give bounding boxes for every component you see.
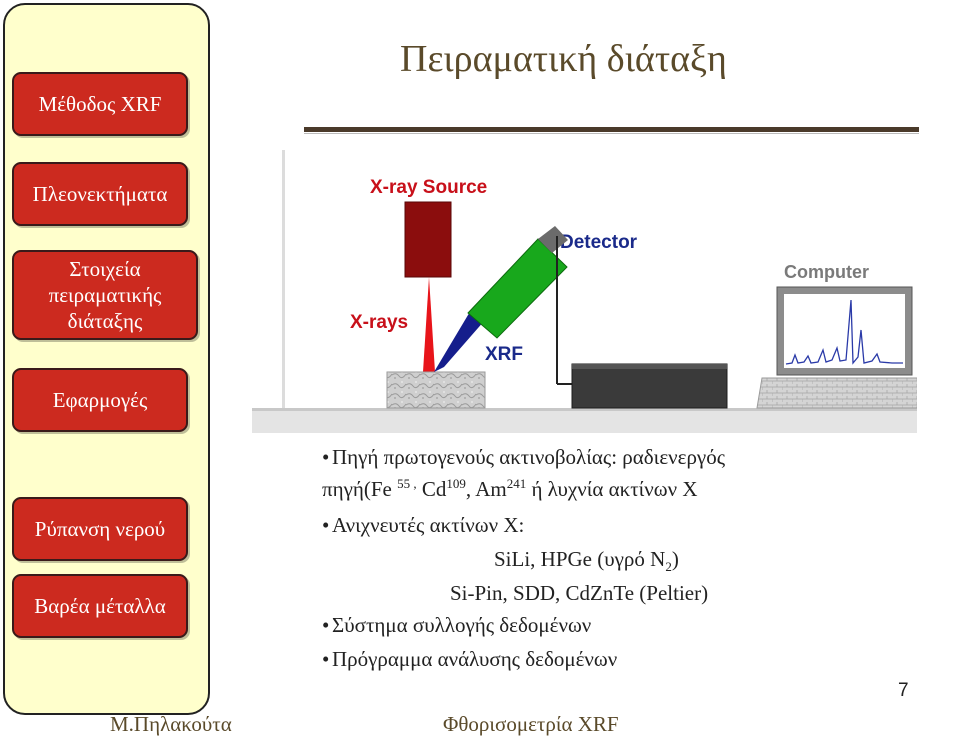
detector-types-line-2: Si-Pin, SDD, CdZnTe (Peltier) [450,576,708,610]
title-underline [304,127,919,132]
xray-source-box [405,202,451,277]
xray-source-label: X-ray Source [370,177,487,198]
bullet-mark: • [322,440,332,474]
computer-screen [784,294,905,368]
xrf-setup-diagram: X-ray Source X-rays XRF Detector Compute… [252,150,917,433]
electronics-box [572,364,727,408]
diagram-left-edge [282,150,285,410]
bullet-item-data-acquisition: •Σύστημα συλλογής δεδομένων [322,608,591,642]
table-surface [252,408,917,433]
footer-topic: Φθορισομετρία XRF [443,712,619,737]
title-underline-shadow [304,133,919,134]
nav-button-applications[interactable]: Εφαρμογές [12,368,188,432]
xrays-label: X-rays [350,312,408,333]
nav-button-heavy-metals[interactable]: Βαρέα μέταλλα [12,574,188,638]
page-title: Πειραματική διάταξη [400,37,727,81]
xray-beam [423,277,435,372]
bullet-item-source-cont: πηγή(Fe 55 , Cd109, Am241 ή λυχνία ακτίν… [322,472,698,506]
nav-button-advantages[interactable]: Πλεονεκτήματα [12,162,188,226]
sample-block [387,372,485,408]
bullet-item-source: •Πηγή πρωτογενούς ακτινοβολίας: ραδιενερ… [322,440,725,474]
electronics-box-top [572,364,727,369]
detector-types-line-1: SiLi, HPGe (υγρό N2) [494,542,679,576]
detector-body [468,239,567,338]
nav-button-method-xrf[interactable]: Μέθοδος XRF [12,72,188,136]
page-number: 7 [898,680,909,702]
computer-label: Computer [784,262,869,282]
bullet-mark: • [322,642,332,676]
nav-button-water-pollution[interactable]: Ρύπανση νερού [12,497,188,561]
bullet-mark: • [322,608,332,642]
detector-label: Detector [560,232,638,253]
bullet-item-detectors: •Ανιχνευτές ακτίνων X: [322,508,524,542]
keyboard-base [757,378,917,408]
nav-button-experimental-setup[interactable]: Στοιχεία πειραματικής διάταξης [12,250,198,340]
footer-author: Μ.Πηλακούτα [110,712,232,737]
bullet-item-analysis-software: •Πρόγραμμα ανάλυσης δεδομένων [322,642,617,676]
bullet-mark: • [322,508,332,542]
xrf-label: XRF [485,344,523,365]
